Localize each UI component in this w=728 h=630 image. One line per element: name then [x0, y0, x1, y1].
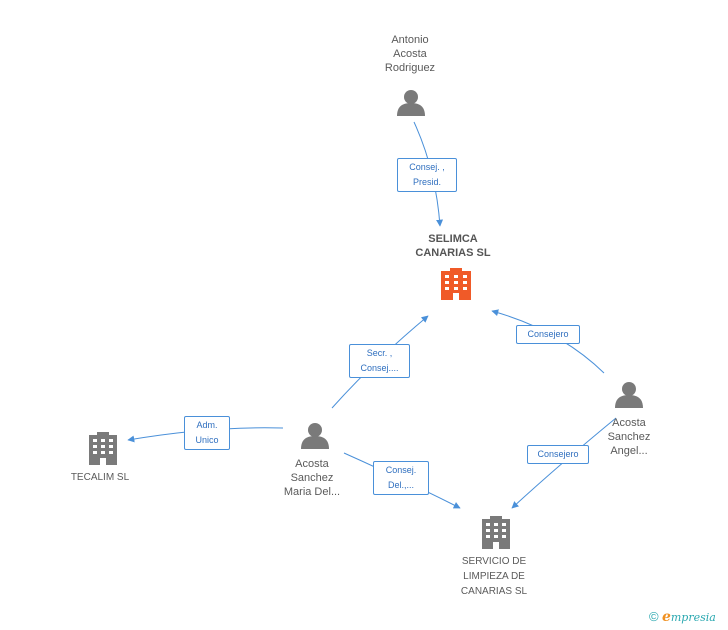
node-label-antonio[interactable]: Antonio Acosta Rodriguez [360, 33, 460, 75]
relation-label-line: Adm. [196, 420, 218, 430]
node-label-line: Maria Del... [283, 486, 341, 498]
node-label-line: SELIMCA [428, 233, 478, 245]
relation-label-line: Presid. [412, 177, 441, 187]
brand-logo-text: mpresia [670, 611, 716, 624]
person-icon[interactable] [301, 423, 329, 449]
node-label-line: LIMPIEZA DE [463, 571, 525, 582]
node-label-line: Rodriguez [384, 62, 436, 74]
copyright-icon: © [649, 609, 659, 624]
relation-label-line: Consej. [385, 465, 417, 475]
node-label-maria[interactable]: Acosta Sanchez Maria Del... [262, 457, 362, 499]
relation-label-line: Del.,... [387, 480, 414, 490]
relation-label-line: Unico [195, 435, 219, 445]
node-label-line: TECALIM SL [70, 472, 130, 483]
node-label-angel[interactable]: Acosta Sanchez Angel... [589, 416, 669, 458]
relation-label-maria-tecalim[interactable]: Adm. Unico [184, 416, 230, 450]
node-label-line: Acosta [295, 458, 329, 470]
relation-label-maria-selimca[interactable]: Secr. , Consej.... [349, 344, 410, 378]
relation-label-line: Secr. , [366, 348, 393, 358]
relation-label-line: Consej.... [360, 363, 399, 373]
relation-label-line: Consejero [527, 329, 569, 339]
node-label-line: CANARIAS SL [415, 247, 491, 259]
relation-label-maria-servicio[interactable]: Consej. Del.,... [373, 461, 429, 495]
node-label-selimca[interactable]: SELIMCA CANARIAS SL [393, 232, 513, 260]
node-label-line: Acosta [612, 417, 646, 429]
node-label-tecalim[interactable]: TECALIM SL [50, 470, 150, 485]
node-label-line: Sanchez [290, 472, 334, 484]
brand-logo: empresia [661, 609, 716, 625]
brand-logo-initial: e [661, 609, 671, 625]
main-company-building-icon[interactable] [441, 268, 471, 300]
node-label-line: Sanchez [607, 431, 651, 443]
node-label-line: Angel... [610, 445, 648, 457]
person-icon[interactable] [397, 90, 425, 116]
node-label-line: SERVICIO DE [461, 556, 527, 567]
relation-label-line: Consej. , [409, 162, 445, 172]
copyright-notice: © empresia [649, 609, 716, 625]
node-label-line: CANARIAS SL [460, 586, 528, 597]
person-icon[interactable] [615, 382, 643, 408]
node-label-line: Antonio [391, 34, 429, 46]
relation-label-angel-selimca[interactable]: Consejero [516, 325, 580, 344]
node-label-line: Acosta [393, 48, 427, 60]
relation-label-line: Consejero [537, 449, 579, 459]
relation-label-antonio-selimca[interactable]: Consej. , Presid. [397, 158, 457, 192]
company-building-icon[interactable] [89, 432, 117, 465]
company-building-icon[interactable] [482, 516, 510, 549]
node-label-servicio[interactable]: SERVICIO DE LIMPIEZA DE CANARIAS SL [434, 554, 554, 599]
relation-label-angel-servicio[interactable]: Consejero [527, 445, 589, 464]
